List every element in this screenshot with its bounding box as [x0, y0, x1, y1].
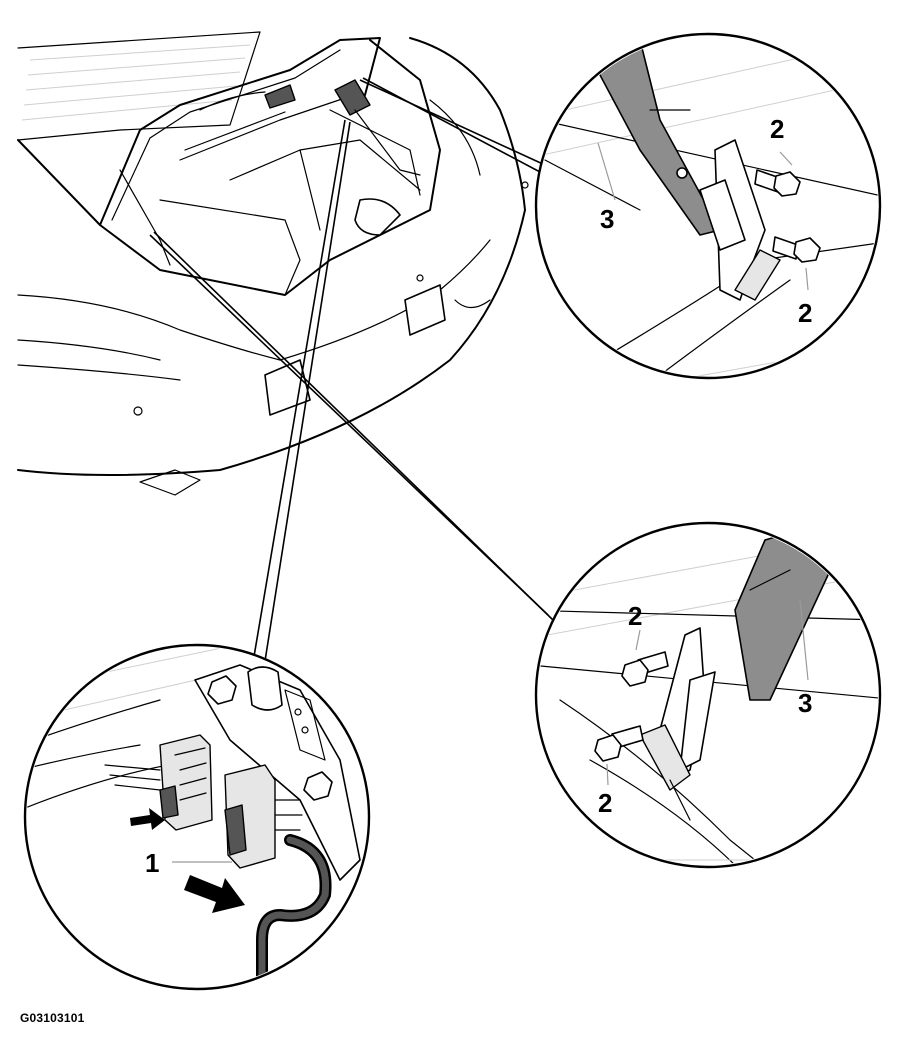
- bolt-lower-1: [621, 651, 669, 687]
- trunk-opening: [17, 39, 441, 296]
- rear-window: [17, 31, 261, 141]
- callout-bolt-upper-1: 2: [770, 114, 784, 144]
- detail-connector: 1: [23, 643, 371, 991]
- arrow-right-icon: [130, 808, 165, 830]
- trunk-lid: [99, 37, 381, 226]
- bolt-upper-2: [772, 236, 821, 263]
- arrow-right-down-icon: [184, 875, 245, 913]
- license-area: [133, 181, 529, 416]
- detail-leader-lines: [149, 77, 554, 681]
- figure-id-label: G03103101: [20, 1011, 85, 1025]
- hinge-on-vehicle: [119, 79, 421, 266]
- callout-hinge-arm-upper: 3: [600, 204, 614, 234]
- bolt-lower-2: [594, 725, 644, 762]
- bolt-upper-1: [754, 169, 801, 197]
- callout-hinge-arm-lower: 3: [798, 688, 812, 718]
- vehicle-rear-view: [17, 31, 529, 496]
- callout-wiring-connector: 1: [145, 848, 159, 878]
- detail-upper-hinge: 2 2 3: [534, 32, 882, 380]
- detail-lower-hinge: 2 2 3: [534, 521, 882, 869]
- callout-bolt-upper-2: 2: [798, 298, 812, 328]
- callout-bolt-lower-2: 2: [598, 788, 612, 818]
- callout-bolt-lower-1: 2: [628, 601, 642, 631]
